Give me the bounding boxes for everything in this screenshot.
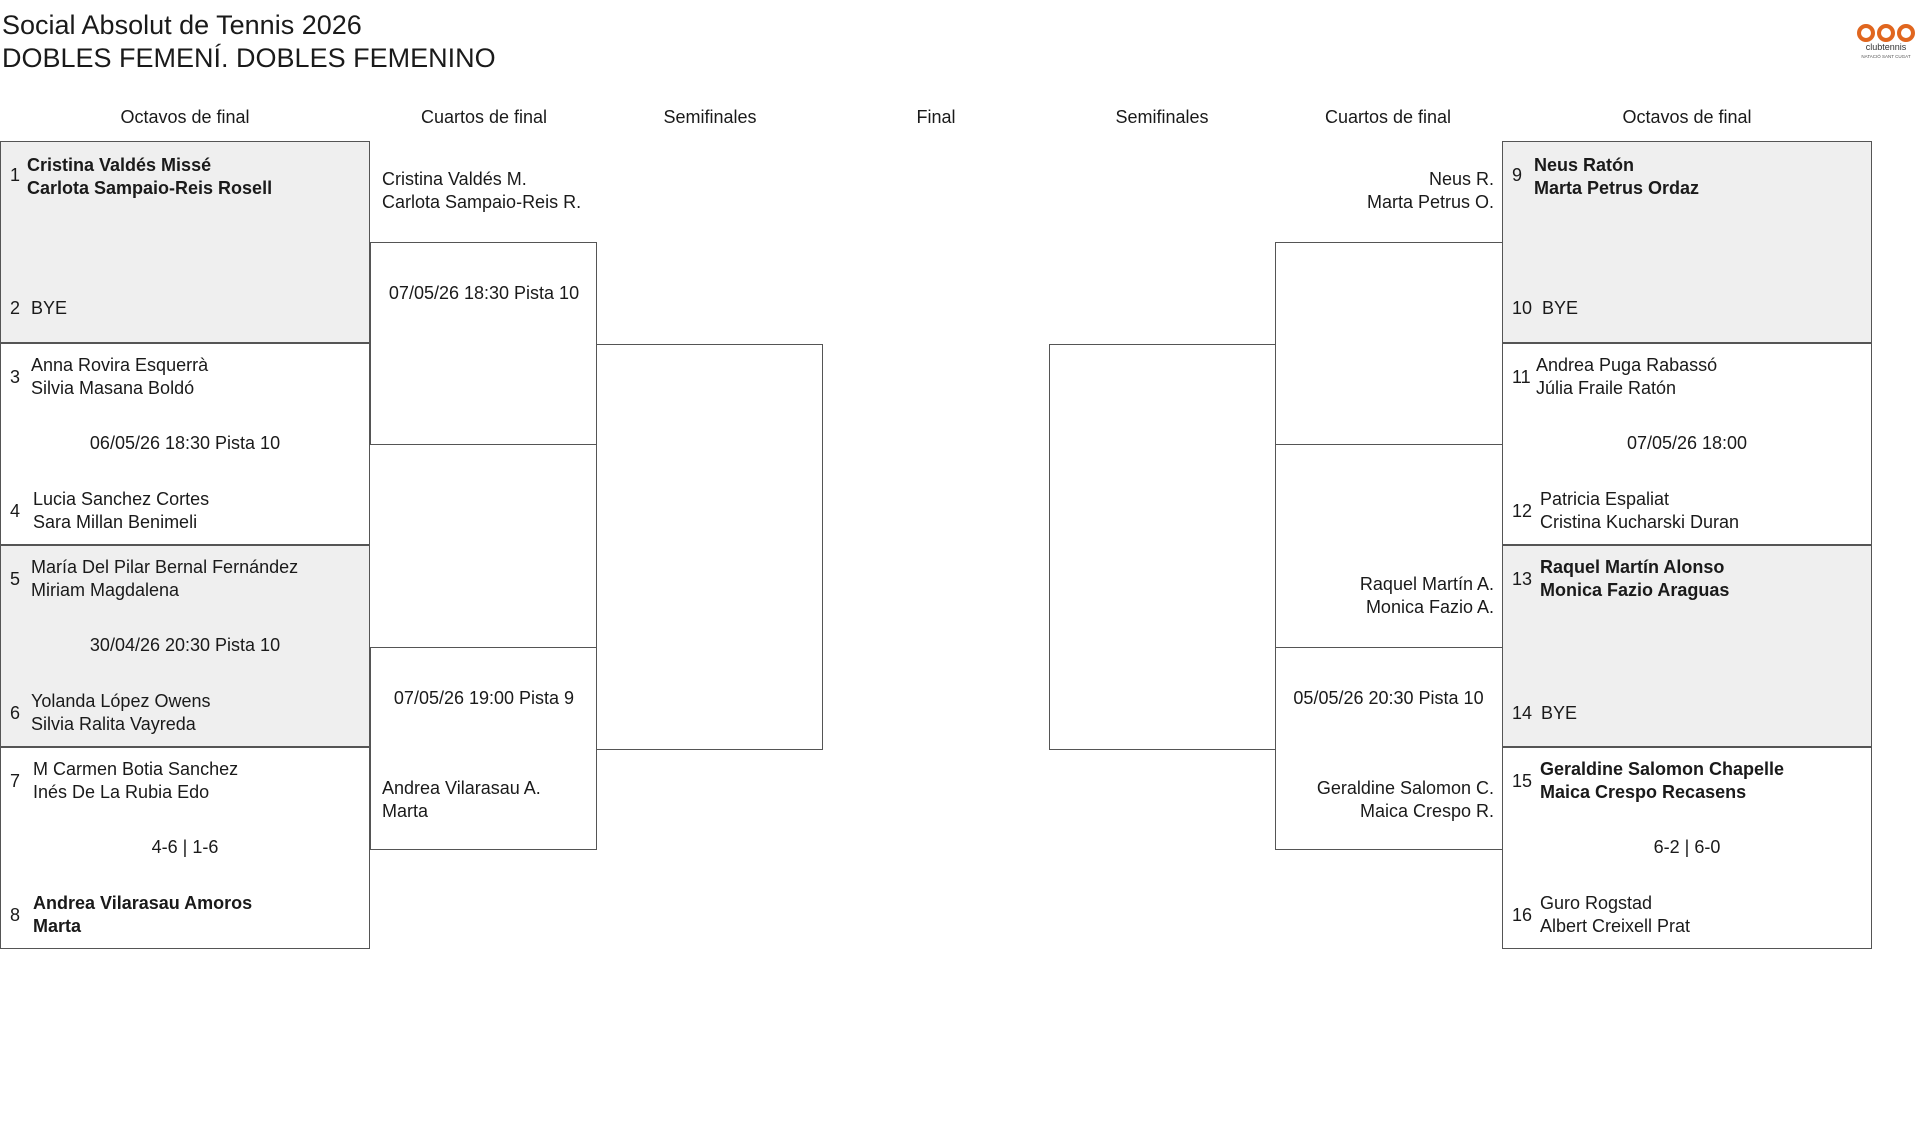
seed-number: 2 — [10, 298, 21, 318]
qf-match-info: 07/05/26 19:00 Pista 9 — [393, 688, 575, 708]
round-header-left-qf: Cuartos de final — [420, 107, 548, 127]
seed-number: 15 — [1512, 771, 1533, 791]
qf-player-name: Marta — [382, 801, 429, 821]
r16-match-13: 13 Raquel Martín Alonso Monica Fazio Ara… — [1502, 545, 1872, 747]
page-title: Social Absolut de Tennis 2026 — [2, 10, 362, 40]
player-name: Carlota Sampaio-Reis Rosell — [27, 178, 273, 198]
player-name: Marta — [33, 916, 82, 936]
player-name: Miriam Magdalena — [31, 580, 180, 600]
player-name: BYE — [1542, 298, 1579, 318]
seed-number: 4 — [10, 501, 21, 521]
logo-subtext: NATACIÓ SANT CUGAT — [1861, 53, 1910, 59]
player-name: Andrea Vilarasau Amoros — [33, 893, 253, 913]
round-header-right-qf: Cuartos de final — [1324, 107, 1452, 127]
r16-match-11: 11 Andrea Puga Rabassó Júlia Fraile Rató… — [1502, 343, 1872, 545]
qf-player-name: Marta Petrus O. — [1366, 192, 1494, 212]
qf-player-name: Carlota Sampaio-Reis R. — [382, 192, 582, 212]
round-header-left-sf: Semifinales — [663, 107, 757, 127]
seed-number: 5 — [10, 569, 21, 589]
seed-number: 1 — [10, 165, 21, 185]
page-subtitle: DOBLES FEMENÍ. DOBLES FEMENINO — [2, 43, 496, 73]
seed-number: 13 — [1512, 569, 1533, 589]
qf-bracket-right-top — [1275, 242, 1503, 445]
club-logo-icon: clubtennis NATACIÓ SANT CUGAT — [1857, 24, 1915, 59]
r16-match-9: 9 Neus Ratón Marta Petrus Ordaz 10 BYE — [1502, 141, 1872, 343]
qf-player-name: Neus R. — [1428, 169, 1494, 189]
sf-bracket-right — [1049, 344, 1276, 750]
player-name: Raquel Martín Alonso — [1540, 557, 1725, 577]
logo-text: clubtennis — [1866, 42, 1907, 52]
sf-bracket-left — [596, 344, 823, 750]
r16-match-4: 7 M Carmen Botia Sanchez Inés De La Rubi… — [0, 747, 370, 949]
player-name: M Carmen Botia Sanchez — [33, 759, 239, 779]
player-name: Silvia Masana Boldó — [31, 378, 195, 398]
seed-number: 16 — [1512, 905, 1533, 925]
match-score: 6-2 | 6-0 — [1653, 837, 1721, 857]
player-name: Marta Petrus Ordaz — [1534, 178, 1700, 198]
player-name: BYE — [31, 298, 68, 318]
seed-number: 11 — [1512, 367, 1531, 387]
player-name: María Del Pilar Bernal Fernández — [31, 557, 299, 577]
round-header-left-r16: Octavos de final — [120, 107, 250, 127]
r16-match-15: 15 Geraldine Salomon Chapelle Maica Cres… — [1502, 747, 1872, 949]
round-header-right-sf: Semifinales — [1115, 107, 1209, 127]
player-name: Maica Crespo Recasens — [1540, 782, 1747, 802]
qf-match-info: 05/05/26 20:30 Pista 10 — [1293, 688, 1484, 708]
r16-match-1: 1 Cristina Valdés Missé Carlota Sampaio-… — [0, 141, 370, 343]
match-info: 06/05/26 18:30 Pista 10 — [89, 433, 281, 453]
player-name: Guro Rogstad — [1540, 893, 1653, 913]
qf-player-name: Geraldine Salomon C. — [1316, 778, 1494, 798]
player-name: BYE — [1541, 703, 1578, 723]
match-info: 30/04/26 20:30 Pista 10 — [89, 635, 281, 655]
seed-number: 7 — [10, 771, 21, 791]
club-logo: clubtennis NATACIÓ SANT CUGAT — [1856, 22, 1916, 62]
player-name: Lucia Sanchez Cortes — [33, 489, 210, 509]
seed-number: 14 — [1512, 703, 1533, 723]
seed-number: 8 — [10, 905, 21, 925]
round-header-final: Final — [916, 107, 956, 127]
player-name: Monica Fazio Araguas — [1540, 580, 1730, 600]
player-name: Cristina Kucharski Duran — [1540, 512, 1740, 532]
seed-number: 10 — [1512, 298, 1533, 318]
player-name: Patricia Espaliat — [1540, 489, 1670, 509]
seed-number: 9 — [1512, 165, 1523, 185]
qf-player-name: Maica Crespo R. — [1359, 801, 1494, 821]
player-name: Sara Millan Benimeli — [33, 512, 198, 532]
qf-match-info: 07/05/26 18:30 Pista 10 — [388, 283, 580, 303]
qf-player-name: Andrea Vilarasau A. — [382, 778, 541, 798]
player-name: Inés De La Rubia Edo — [33, 782, 210, 802]
round-header-right-r16: Octavos de final — [1622, 107, 1752, 127]
qf-player-name: Raquel Martín A. — [1359, 574, 1494, 594]
player-name: Cristina Valdés Missé — [27, 155, 212, 175]
r16-match-2: 3 Anna Rovira Esquerrà Silvia Masana Bol… — [0, 343, 370, 545]
match-score: 4-6 | 1-6 — [151, 837, 219, 857]
seed-number: 6 — [10, 703, 21, 723]
player-name: Neus Ratón — [1534, 155, 1635, 175]
player-name: Júlia Fraile Ratón — [1536, 378, 1677, 398]
player-name: Geraldine Salomon Chapelle — [1540, 759, 1785, 779]
player-name: Yolanda López Owens — [31, 691, 211, 711]
player-name: Andrea Puga Rabassó — [1536, 355, 1718, 375]
qf-player-name: Cristina Valdés M. — [382, 169, 527, 189]
player-name: Albert Creixell Prat — [1540, 916, 1691, 936]
player-name: Anna Rovira Esquerrà — [31, 355, 209, 375]
qf-player-name: Monica Fazio A. — [1365, 597, 1494, 617]
player-name: Silvia Ralita Vayreda — [31, 714, 196, 734]
seed-number: 12 — [1512, 501, 1533, 521]
match-info: 07/05/26 18:00 — [1626, 433, 1748, 453]
r16-match-3: 5 María Del Pilar Bernal Fernández Miria… — [0, 545, 370, 747]
seed-number: 3 — [10, 367, 21, 387]
qf-bracket-left-top — [370, 242, 597, 445]
